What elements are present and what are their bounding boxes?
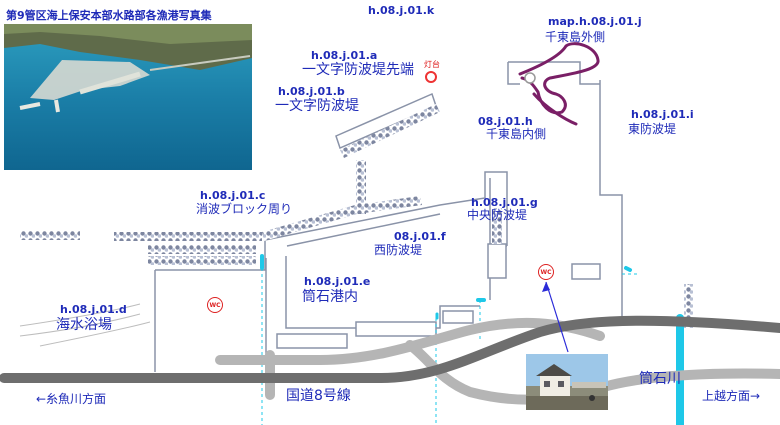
- breakwater-blocks: [20, 104, 693, 328]
- direction-west: ←糸魚川方面: [36, 392, 107, 406]
- code-b[interactable]: h.08.j.01.b: [278, 85, 345, 98]
- name-b: 一文字防波堤: [275, 98, 359, 114]
- river-label: 筒石川: [639, 371, 681, 387]
- code-h[interactable]: 08.j.01.h: [478, 115, 533, 128]
- name-a: 一文字防波堤先端: [302, 62, 414, 78]
- photo-pointer-arrow: [542, 282, 550, 292]
- name-d: 海水浴場: [56, 317, 112, 333]
- name-c: 消波ブロック周り: [196, 202, 293, 216]
- road-label: 国道8号線: [286, 388, 351, 404]
- survey-route: [518, 42, 600, 126]
- piers: [276, 243, 601, 349]
- island-point-icon: [524, 72, 536, 84]
- code-f[interactable]: 08.j.01.f: [394, 230, 446, 243]
- code-d[interactable]: h.08.j.01.d: [60, 303, 127, 316]
- aerial-photo: [4, 24, 252, 170]
- name-h: 千東島内側: [486, 127, 547, 141]
- shoreline: [19, 303, 151, 347]
- code-k[interactable]: h.08.j.01.k: [368, 4, 435, 17]
- name-e: 筒石港内: [302, 289, 358, 305]
- direction-east: 上越方面→: [702, 389, 761, 403]
- lighthouse-icon: [425, 71, 437, 83]
- code-e[interactable]: h.08.j.01.e: [304, 275, 371, 288]
- code-c[interactable]: h.08.j.01.c: [200, 189, 266, 202]
- wc-icon-west: WC: [207, 297, 223, 313]
- code-g[interactable]: h.08.j.01.g: [471, 196, 538, 209]
- photo-pointer: [545, 281, 569, 353]
- lighthouse-label: 灯台: [424, 60, 440, 69]
- code-i[interactable]: h.08.j.01.i: [631, 108, 694, 121]
- code-a[interactable]: h.08.j.01.a: [311, 49, 378, 62]
- wc-icon-east: WC: [538, 264, 554, 280]
- name-i: 東防波堤: [628, 122, 677, 136]
- station-photo: [526, 354, 608, 410]
- name-f: 西防波堤: [374, 243, 423, 257]
- name-j: 千東島外側: [545, 30, 606, 44]
- guide-lines: [261, 268, 640, 425]
- page-title: 第9管区海上保安本部水路部各漁港写真集: [6, 9, 212, 22]
- code-j[interactable]: map.h.08.j.01.j: [548, 15, 642, 28]
- name-g: 中央防波堤: [467, 208, 528, 222]
